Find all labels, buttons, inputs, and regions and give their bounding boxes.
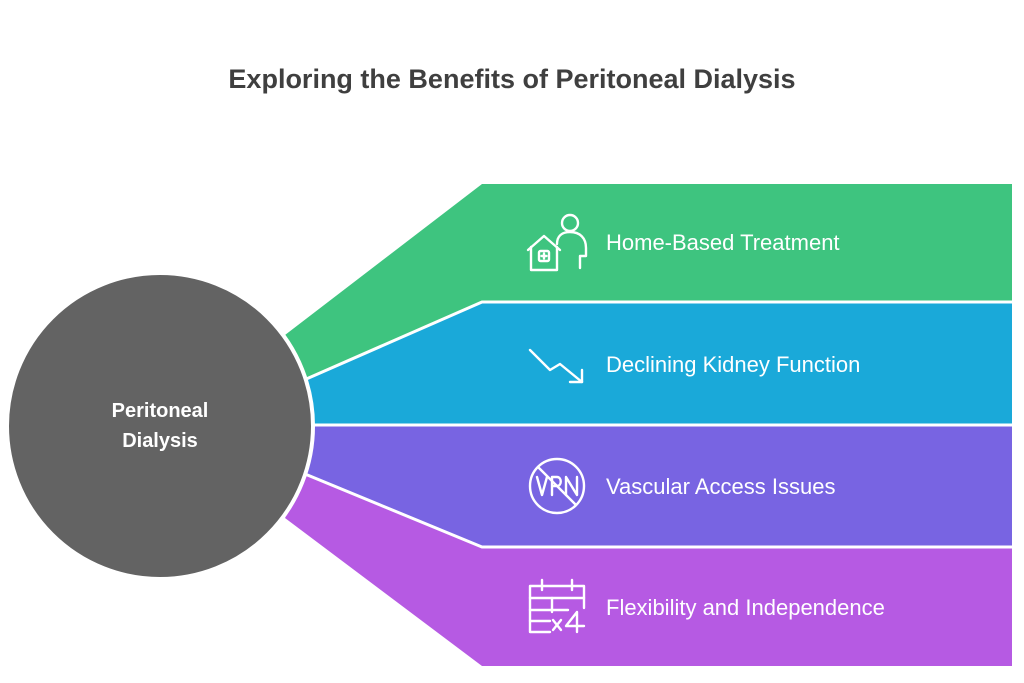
diagram-title: Exploring the Benefits of Peritoneal Dia… <box>228 64 796 94</box>
label-home-based-treatment: Home-Based Treatment <box>606 230 840 255</box>
label-vascular-access-issues: Vascular Access Issues <box>606 474 836 499</box>
label-declining-kidney-function: Declining Kidney Function <box>606 352 861 377</box>
hub-circle <box>5 271 315 581</box>
hub-label-line2: Dialysis <box>122 430 198 452</box>
label-flexibility-and-independence: Flexibility and Independence <box>606 595 885 620</box>
no-vpn-icon <box>528 457 586 515</box>
calendar-times-four-icon <box>528 578 586 634</box>
band-vascular-access-issues <box>305 426 1012 546</box>
hub-label: Peritoneal Dialysis <box>60 396 260 456</box>
band-declining-kidney-function <box>304 302 1012 424</box>
band-home-based-treatment <box>285 184 1012 380</box>
hub-label-line1: Peritoneal <box>111 400 209 422</box>
home-care-person-icon <box>526 213 588 272</box>
band-flexibility-and-independence <box>285 474 1012 666</box>
trend-down-arrow-icon <box>528 348 584 384</box>
